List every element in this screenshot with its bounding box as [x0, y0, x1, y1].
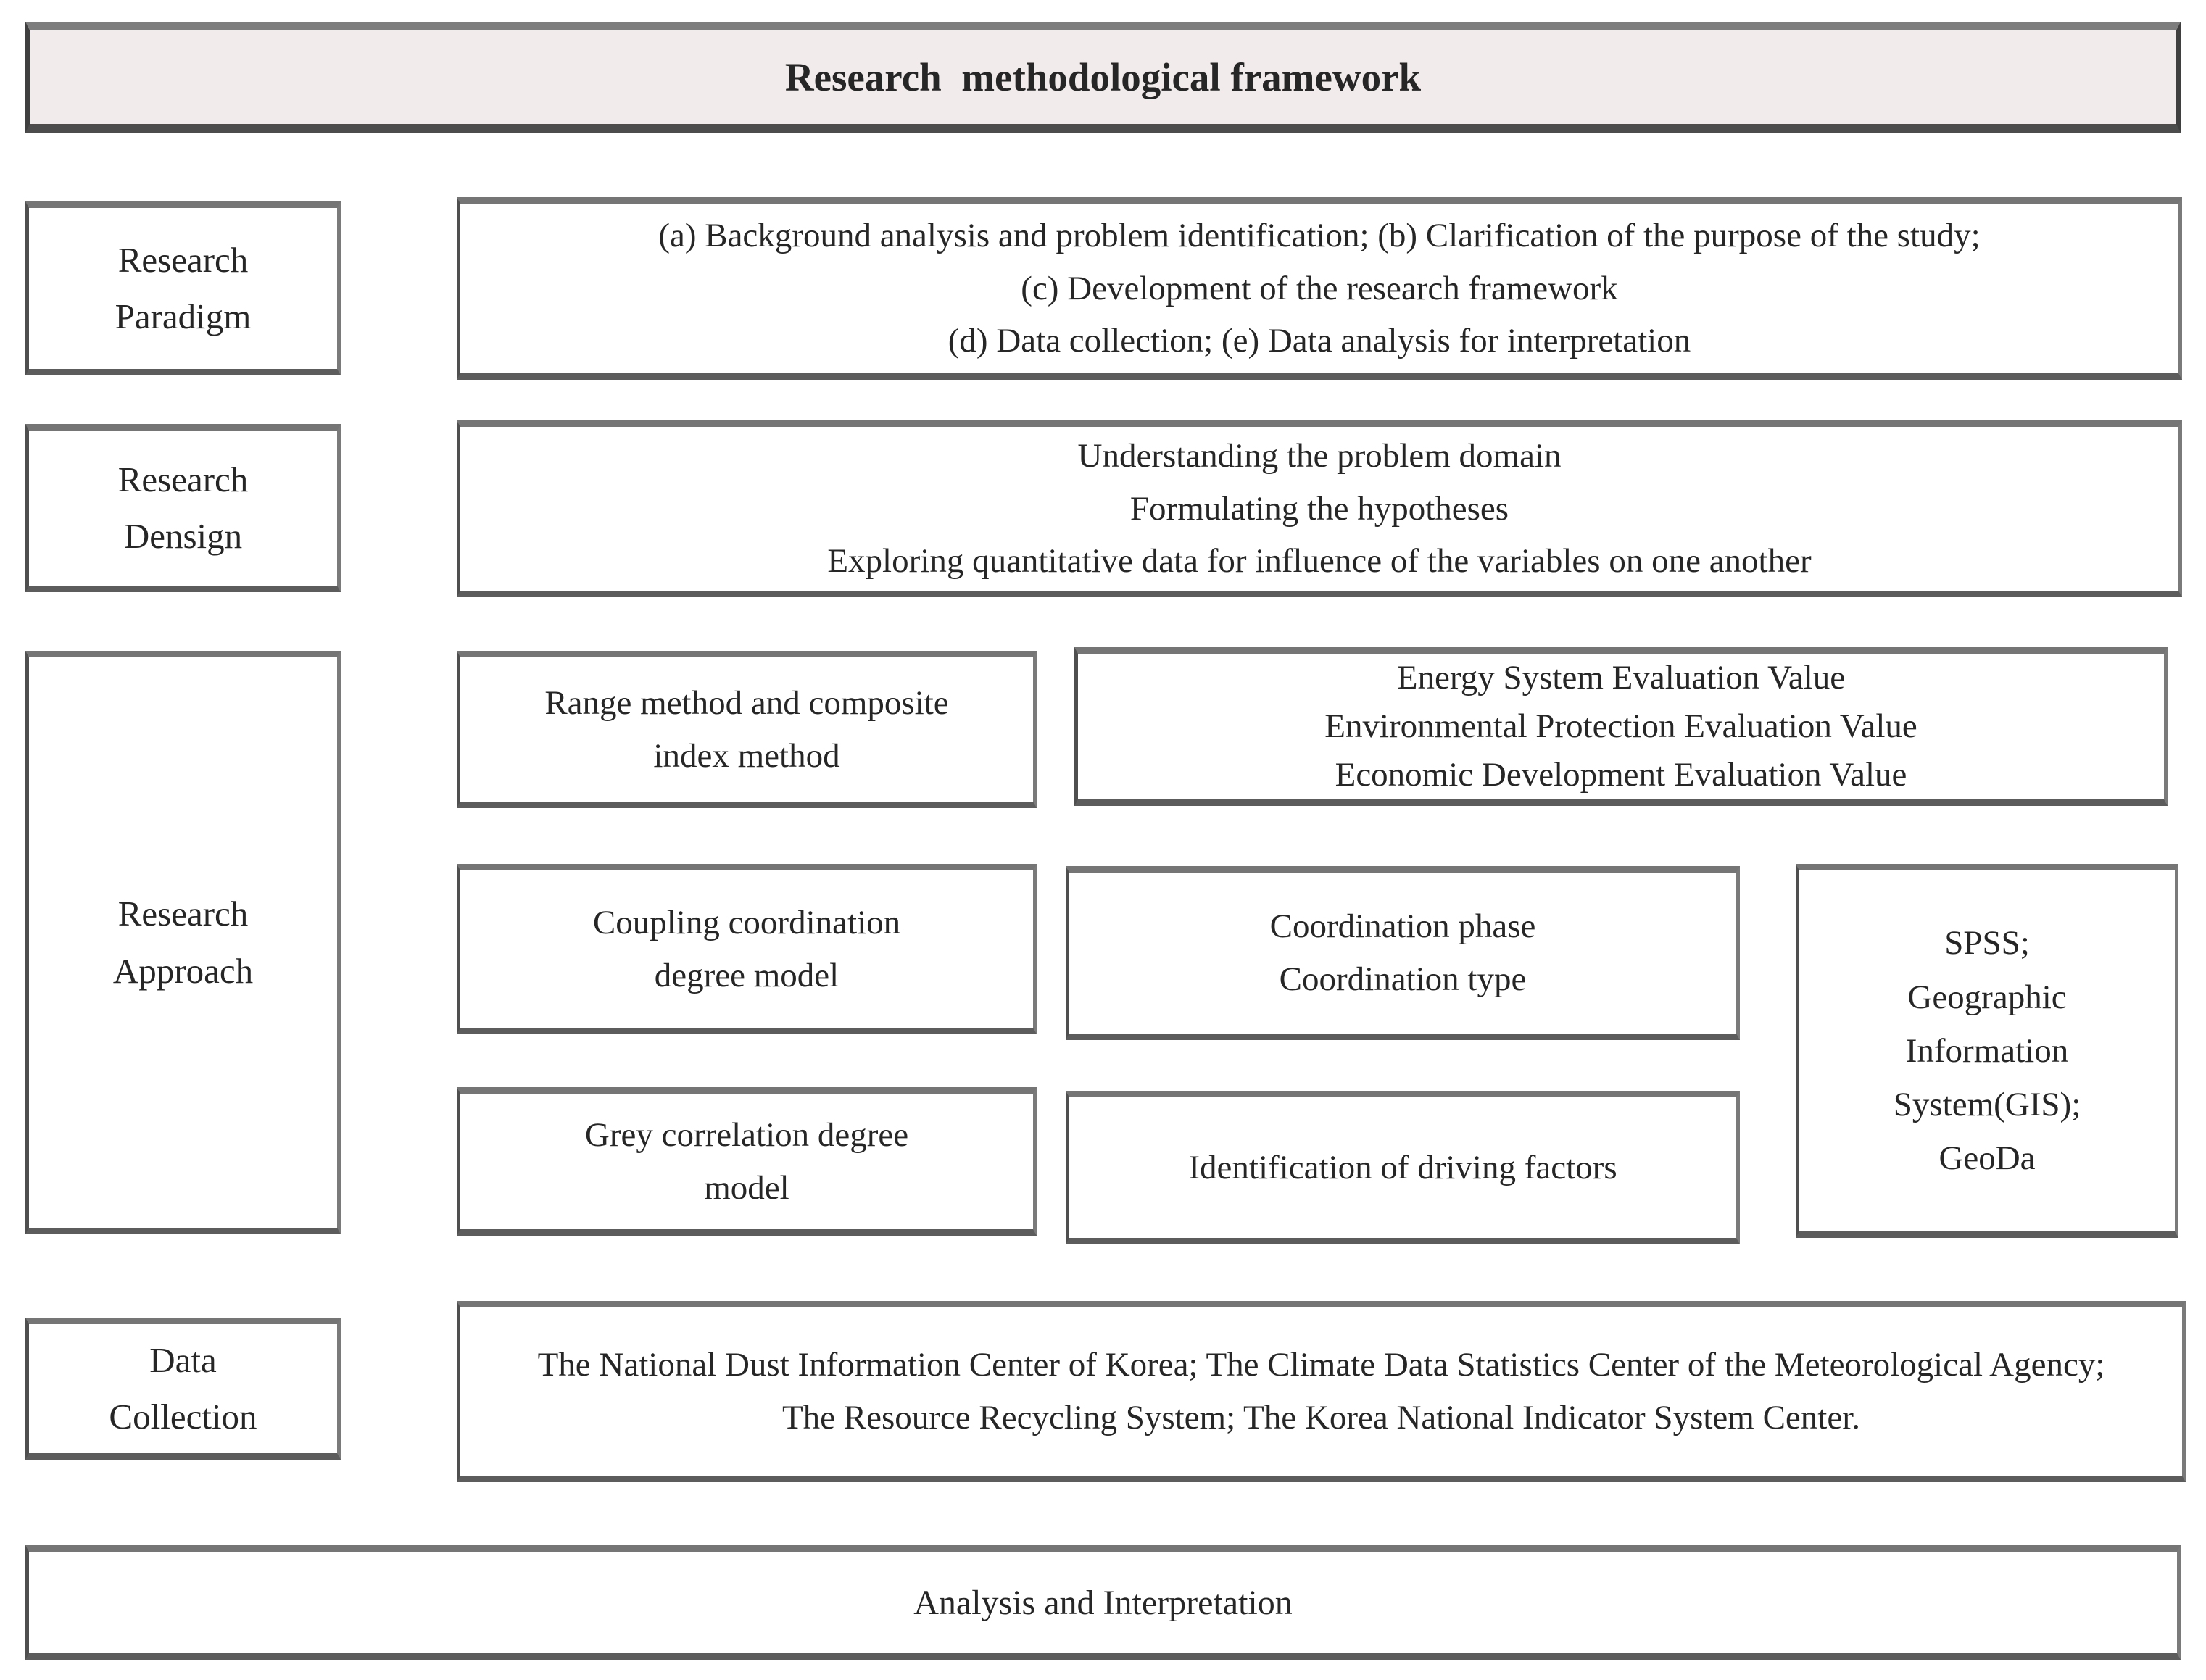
coupling-coordination-model-text: Coupling coordination degree model: [592, 903, 901, 994]
range-method-text: Range method and composite index method: [544, 683, 949, 775]
research-design-label: Research Densign: [117, 459, 249, 556]
range-method-box: Range method and composite index method: [457, 651, 1037, 808]
research-paradigm-content-box: (a) Background analysis and problem iden…: [457, 197, 2182, 380]
research-approach-label-box: Research Approach: [25, 651, 341, 1234]
data-collection-content: The National Dust Information Center of …: [537, 1346, 2105, 1436]
driving-factors-text: Identification of driving factors: [1188, 1148, 1617, 1186]
research-design-content: Understanding the problem domain Formula…: [827, 436, 1812, 581]
title-box: Research methodological framework: [25, 22, 2181, 133]
data-collection-label: Data Collection: [109, 1339, 257, 1436]
data-collection-label-box: Data Collection: [25, 1318, 341, 1460]
research-design-label-box: Research Densign: [25, 424, 341, 592]
evaluation-values-box: Energy System Evaluation Value Environme…: [1074, 647, 2168, 806]
coordination-phase-type-box: Coordination phase Coordination type: [1066, 866, 1740, 1040]
analysis-interpretation-label: Analysis and Interpretation: [913, 1583, 1293, 1622]
grey-correlation-model-box: Grey correlation degree model: [457, 1087, 1037, 1236]
research-approach-label: Research Approach: [112, 894, 254, 991]
diagram-title: Research methodological framework: [784, 55, 1422, 99]
driving-factors-box: Identification of driving factors: [1066, 1091, 1740, 1244]
analysis-interpretation-box: Analysis and Interpretation: [25, 1545, 2181, 1660]
evaluation-values-text: Energy System Evaluation Value Environme…: [1324, 659, 1917, 794]
analysis-tools-text: SPSS; Geographic Information System(GIS)…: [1893, 924, 2081, 1178]
research-paradigm-content: (a) Background analysis and problem iden…: [658, 216, 1981, 360]
research-design-content-box: Understanding the problem domain Formula…: [457, 420, 2182, 597]
grey-correlation-model-text: Grey correlation degree model: [584, 1115, 909, 1207]
research-paradigm-label: Research Paradigm: [115, 239, 252, 336]
coordination-phase-type-text: Coordination phase Coordination type: [1269, 907, 1536, 998]
data-collection-content-box: The National Dust Information Center of …: [457, 1301, 2186, 1482]
coupling-coordination-model-box: Coupling coordination degree model: [457, 864, 1037, 1034]
research-paradigm-label-box: Research Paradigm: [25, 201, 341, 375]
analysis-tools-box: SPSS; Geographic Information System(GIS)…: [1796, 864, 2178, 1238]
